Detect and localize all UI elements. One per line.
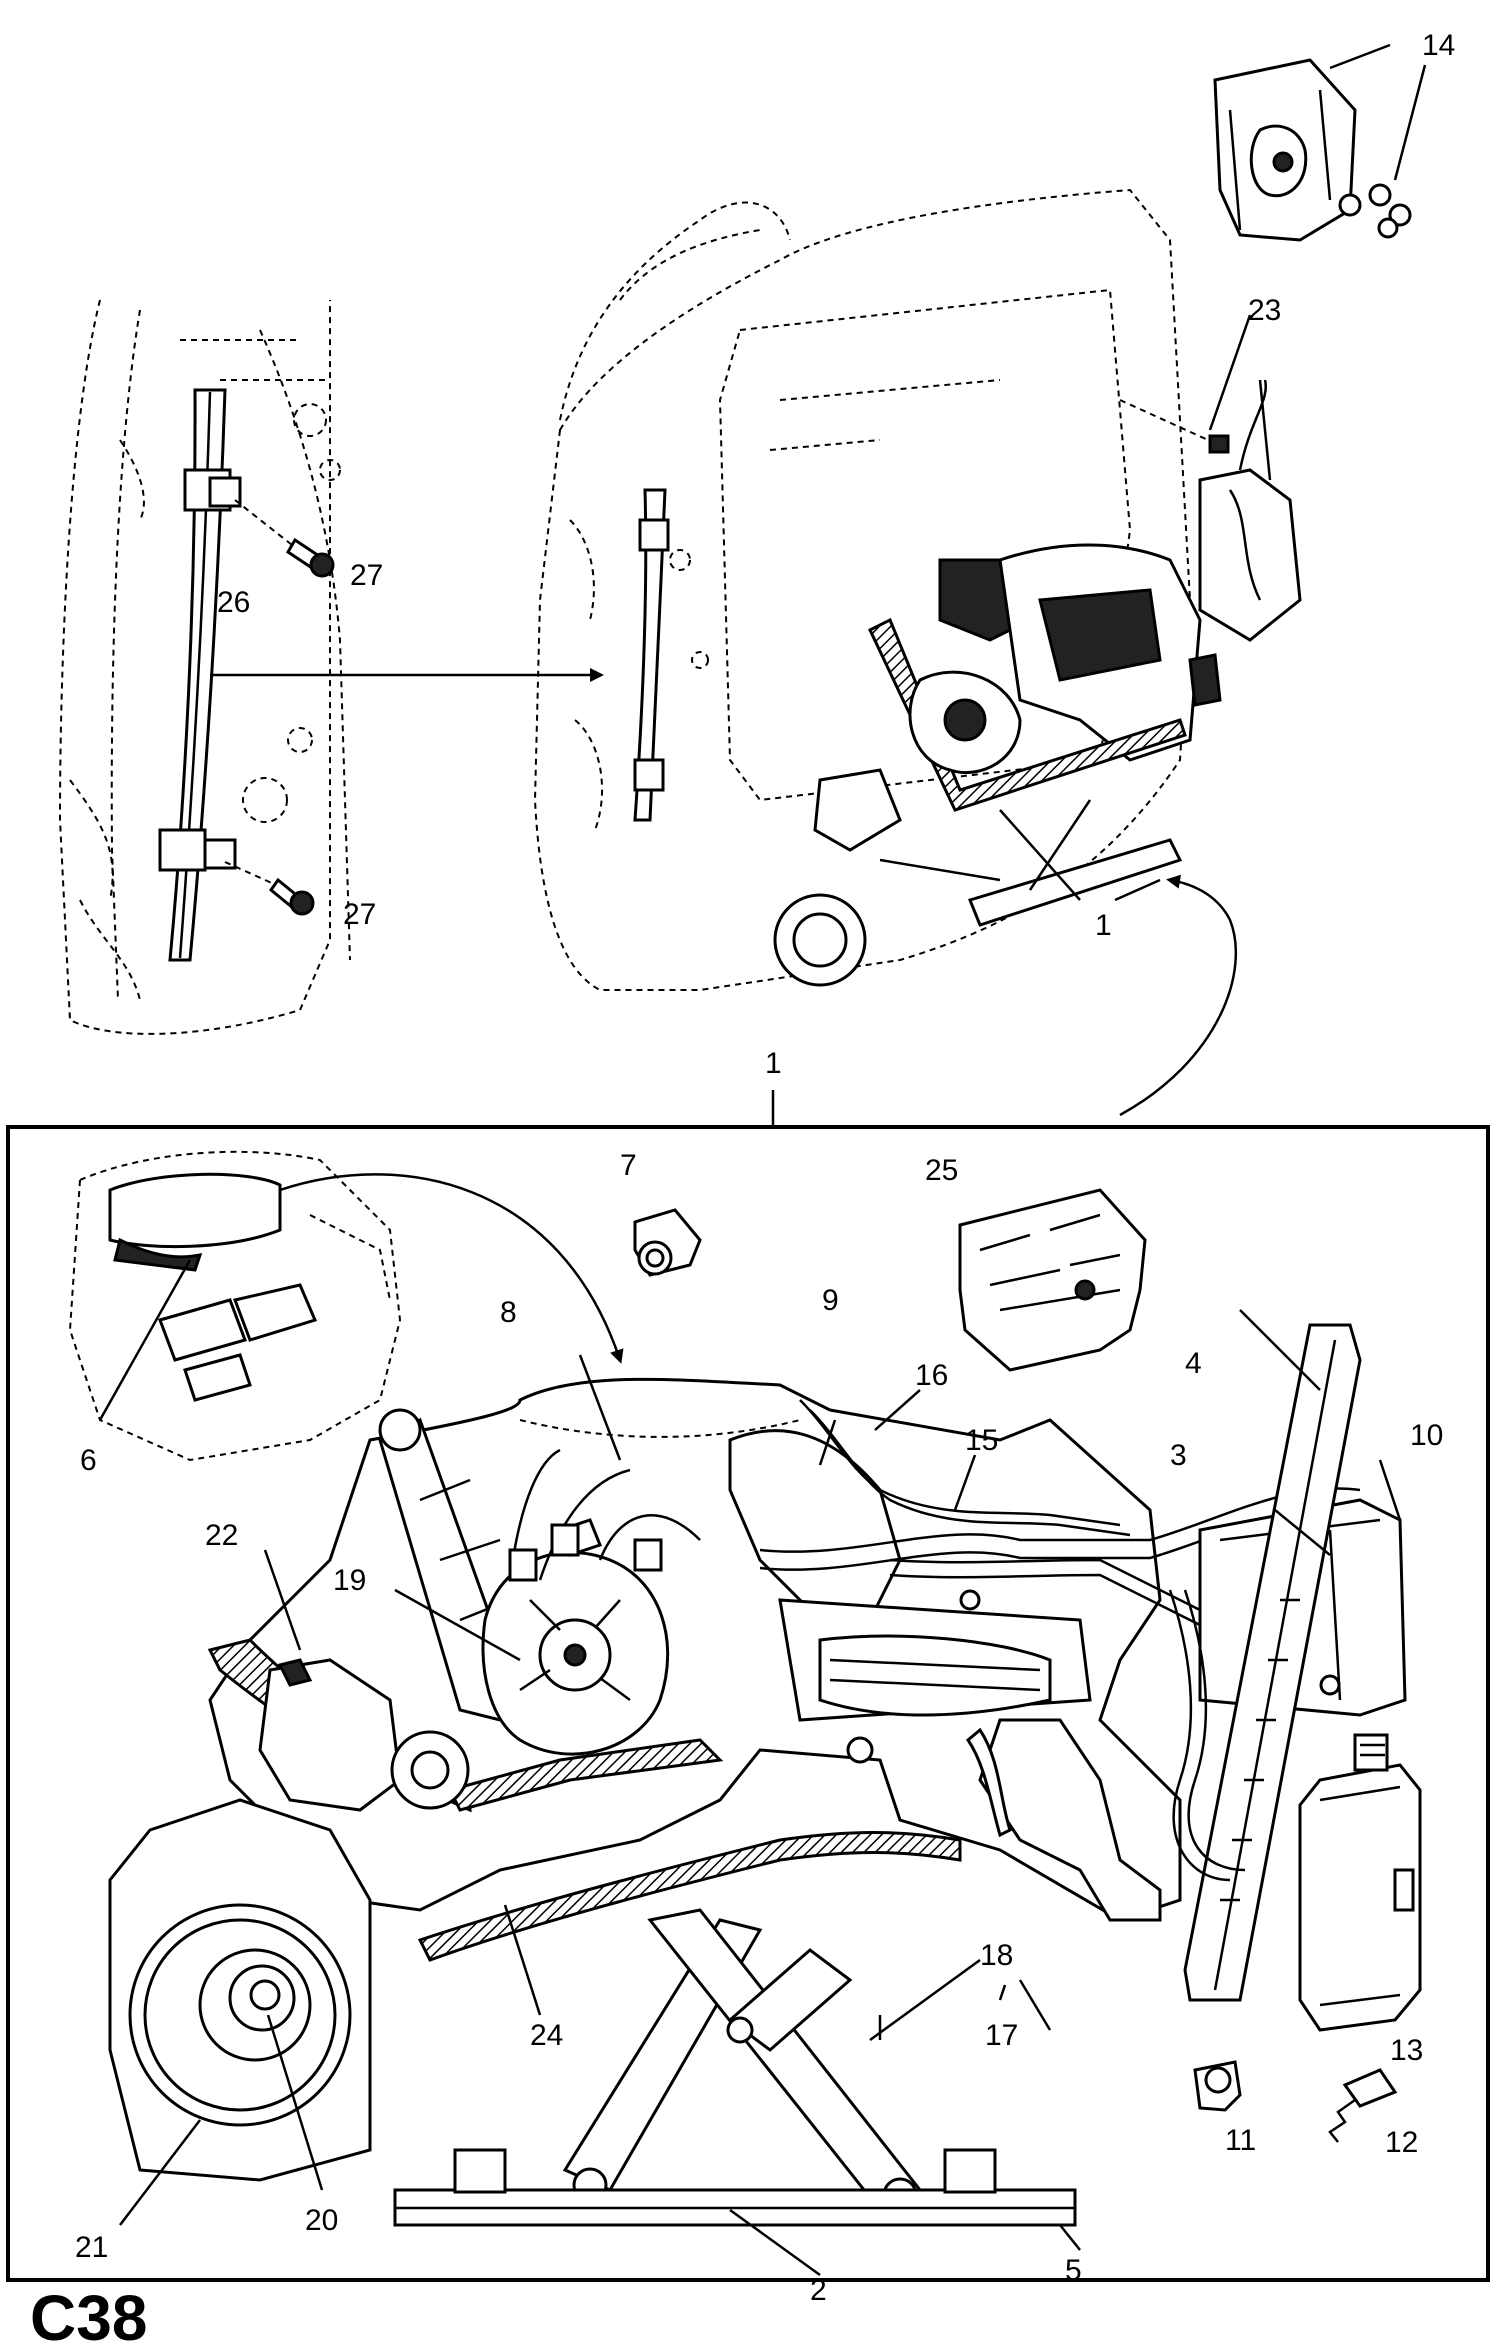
diagram-code: C38 xyxy=(30,2282,147,2352)
callout-18: 18 xyxy=(980,1939,1013,1972)
bolt-27-upper xyxy=(234,499,335,578)
callout-24: 24 xyxy=(530,2019,563,2052)
base-rail-2 xyxy=(393,2148,1077,2227)
callout-23: 23 xyxy=(1248,294,1281,327)
callout-15: 15 xyxy=(965,1424,998,1457)
callout-1-door: 1 xyxy=(1095,909,1112,942)
callout-22: 22 xyxy=(205,1519,238,1552)
callout-17: 17 xyxy=(985,2019,1018,2052)
callout-20: 20 xyxy=(305,2204,338,2237)
callout-7: 7 xyxy=(620,1149,637,1182)
callout-12: 12 xyxy=(1385,2126,1418,2159)
door-pillar-detail xyxy=(58,299,351,1035)
callout-14: 14 xyxy=(1422,29,1455,62)
callout-2: 2 xyxy=(810,2274,827,2307)
door-guide-rail xyxy=(633,488,670,822)
detail-frame xyxy=(6,1125,1490,2282)
cable-15 xyxy=(889,1558,1331,1637)
rail-4 xyxy=(1183,1323,1362,2002)
wiring-harness-upper xyxy=(508,1448,1361,1582)
clip-7 xyxy=(633,1208,702,1277)
callout-4: 4 xyxy=(1185,1347,1202,1380)
door-lock-14 xyxy=(1213,58,1412,242)
guide-rail-26 xyxy=(158,388,242,962)
handle-arrow xyxy=(279,1173,624,1364)
callout-1-frame: 1 xyxy=(765,1047,782,1080)
leader-lines xyxy=(98,43,1427,2277)
housing-22 xyxy=(258,1658,470,1812)
clip-11 xyxy=(1193,2060,1242,2112)
callout-3: 3 xyxy=(1170,1439,1187,1472)
callout-5: 5 xyxy=(1065,2254,1082,2287)
callout-16: 16 xyxy=(915,1359,948,1392)
motor-19 xyxy=(481,1518,670,1756)
bracket-18-17 xyxy=(965,1718,1162,1922)
cable-16 xyxy=(799,1399,1131,1537)
callout-26: 26 xyxy=(217,586,250,619)
bolt-23 xyxy=(1119,399,1230,454)
bracket-25 xyxy=(958,1188,1147,1372)
callout-10: 10 xyxy=(1410,1419,1443,1452)
regulator-assembly-installed xyxy=(773,379,1302,987)
callout-21: 21 xyxy=(75,2231,108,2264)
cable-3 xyxy=(1168,1589,1246,1882)
bolt-27-lower xyxy=(224,861,315,916)
screw-12 xyxy=(1328,2068,1398,2143)
callout-27-upper: 27 xyxy=(350,559,383,592)
callout-25: 25 xyxy=(925,1154,958,1187)
callout-9: 9 xyxy=(822,1284,839,1317)
callout-8: 8 xyxy=(500,1296,517,1329)
callout-27-lower: 27 xyxy=(343,898,376,931)
gear-housing-21 xyxy=(108,1798,372,2182)
callout-6: 6 xyxy=(80,1444,97,1477)
callout-19: 19 xyxy=(333,1564,366,1597)
door-shell xyxy=(533,188,1192,991)
handle-module-6 xyxy=(68,1150,402,1462)
callout-11: 11 xyxy=(1225,2124,1256,2157)
lock-actuator-13 xyxy=(1298,1733,1422,2032)
arm-lower xyxy=(562,1908,923,2213)
callout-13: 13 xyxy=(1390,2034,1423,2067)
assembly-return-arrow xyxy=(1119,874,1238,1117)
callout-labels: 14 23 26 27 27 1 1 7 25 4 10 3 8 9 16 15… xyxy=(75,29,1455,2307)
